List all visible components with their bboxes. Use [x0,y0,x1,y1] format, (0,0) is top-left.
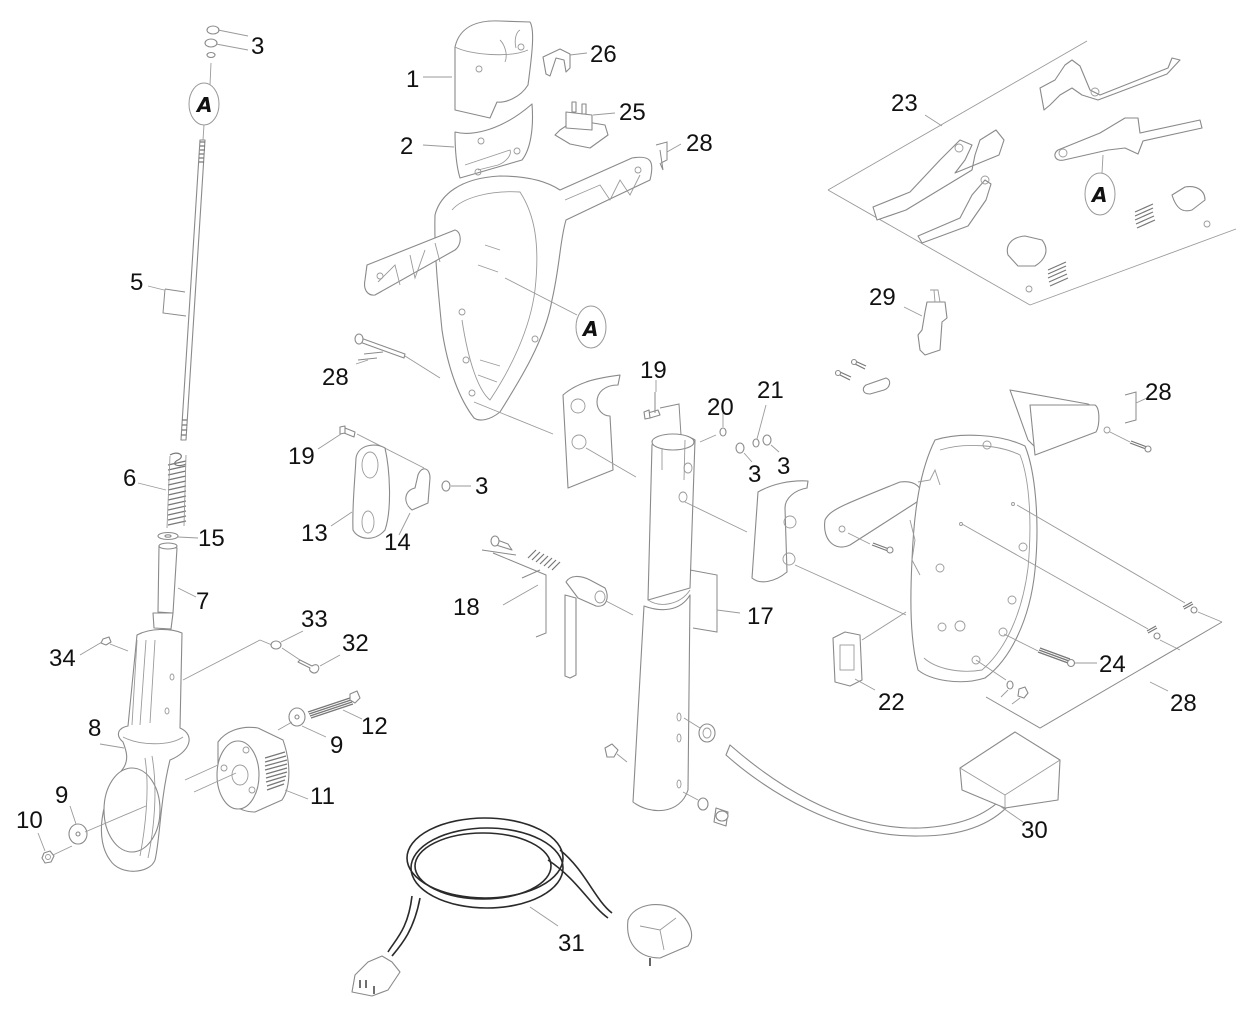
part-11-gear-hub [216,726,290,813]
part-8-handle-body [100,628,190,872]
part-5-threaded-rod [180,139,206,441]
callout-28: 28 [322,364,349,391]
main-frame-with-arms [364,156,653,421]
callout-30: 30 [1021,817,1048,844]
washer-and-nut-backrest [1006,680,1029,699]
part-6-spring [166,452,187,529]
callout-3: 3 [748,461,761,488]
nut-lower-tube [604,743,619,758]
callout-32: 32 [342,630,369,657]
part-14-hook [405,468,431,511]
callout-15: 15 [198,525,225,552]
part-19-screw-top [643,409,661,420]
part-22-socket [832,631,863,687]
part-7-sleeve [152,542,178,630]
callout-31: 31 [558,930,585,957]
callout-labels: 3 1 26 25 2 28 23 5 29 28 19 28 20 21 19… [16,33,1197,957]
marker-a-label: A [1090,183,1107,207]
callout-22: 22 [878,689,905,716]
part-3-nut-center-right [762,434,772,446]
marker-a-label: A [195,93,212,117]
callout-18: 18 [453,594,480,621]
part-3-nut-left [441,480,451,492]
part-19-screw-left [339,425,356,438]
callout-6: 6 [123,465,136,492]
callout-19: 19 [640,357,667,384]
callout-28: 28 [1145,379,1172,406]
callout-10: 10 [16,807,43,834]
reference-marker-a-plate: A [1084,172,1116,216]
reference-marker-a-rod: A [188,82,220,126]
callout-12: 12 [361,713,388,740]
part-10-nut [41,850,55,864]
screw-backrest-tube [871,542,894,554]
part-bracket-upper [562,374,621,489]
callout-2: 2 [400,133,413,160]
part-2-bottom-cover [454,103,534,179]
callout-24: 24 [1099,651,1126,678]
part-25-connector [554,101,609,149]
small-screws-and-bracket [834,358,891,395]
part-1-top-cover [454,20,534,119]
callout-20: 20 [707,394,734,421]
callout-1: 1 [406,66,419,93]
part-21-washer [752,438,760,448]
callout-14: 14 [384,529,411,556]
part-24-long-screw [1037,647,1076,668]
part-12-bolt [307,690,361,719]
part-bracket-lower [751,480,809,583]
washer-lower-tube [697,797,709,811]
callout-23: 23 [891,90,918,117]
part-23-latch-kit-plate [827,40,1237,306]
bolt-lower-tube [713,807,729,827]
part-31-power-cable [351,817,693,997]
callout-5: 5 [130,269,143,296]
part-29-switch [917,289,948,356]
callout-25: 25 [619,99,646,126]
screws-backrest-right [1146,601,1198,640]
callout-17: 17 [747,603,774,630]
callout-33: 33 [301,606,328,633]
part-3-nut-center-left [735,442,745,454]
callout-19: 19 [288,443,315,470]
part-13-plate [352,444,391,539]
callout-21: 21 [757,377,784,404]
part-9-washer-left [68,823,88,845]
callout-11: 11 [310,783,335,810]
part-26-fuse-holder [542,48,571,77]
part-9-washer-right [288,707,306,727]
part-28-long-pin [354,333,406,359]
callout-34: 34 [49,645,76,672]
callout-28: 28 [686,130,713,157]
callout-3: 3 [475,473,488,500]
callout-3: 3 [251,33,264,60]
callout-26: 26 [590,41,617,68]
callout-13: 13 [301,520,328,547]
callout-28: 28 [1170,690,1197,717]
part-33-washer [270,640,282,650]
callout-3: 3 [777,453,790,480]
callout-9: 9 [330,732,343,759]
callout-9: 9 [55,782,68,809]
marker-a-label: A [581,317,598,341]
part-17-upright-tube [632,433,696,812]
callout-8: 8 [88,715,101,742]
part-20-washer [719,427,727,437]
part-3-nuts-top [204,25,249,59]
part-15-washer [157,531,179,541]
callout-7: 7 [196,588,209,615]
part-30-hose-and-box [725,731,1061,837]
grommet [698,723,716,743]
screw-backrest-top [1129,440,1152,453]
callout-29: 29 [869,284,896,311]
backrest-with-tube [824,389,1111,683]
part-32-screw [297,659,320,674]
reference-marker-a-frame: A [575,305,607,349]
part-18-plunger [490,535,608,679]
part-34-nut [100,636,112,646]
